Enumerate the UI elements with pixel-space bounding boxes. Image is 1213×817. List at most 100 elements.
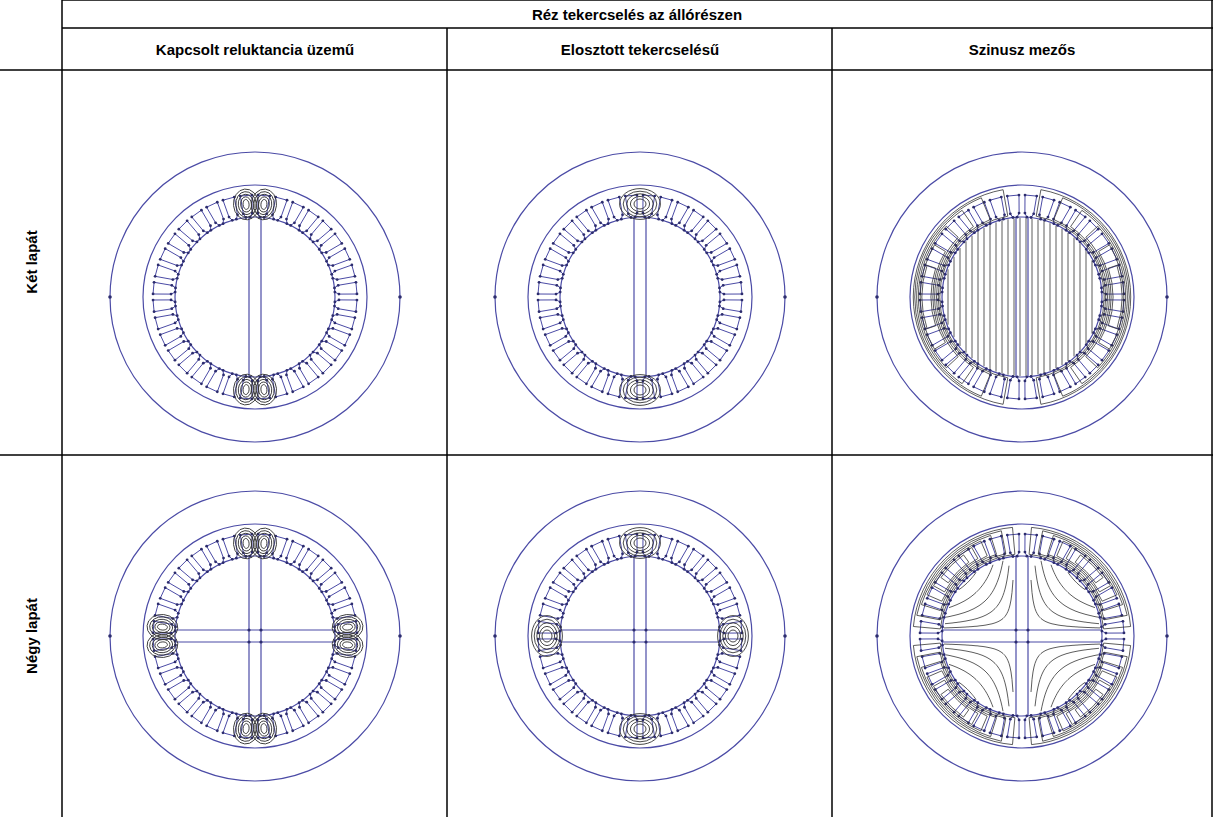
node-dot xyxy=(559,571,562,574)
node-dot xyxy=(331,616,334,619)
node-dot xyxy=(552,688,555,691)
node-dot xyxy=(222,218,225,221)
node-dot xyxy=(733,672,736,675)
flux-line xyxy=(339,639,355,651)
node-dot xyxy=(320,340,323,343)
node-dot xyxy=(186,711,189,714)
node-dot xyxy=(325,599,328,602)
flux-line xyxy=(1075,555,1103,583)
node-dot xyxy=(694,693,697,696)
node-dot xyxy=(1094,327,1097,330)
node-dot xyxy=(179,674,182,677)
node-dot xyxy=(1076,354,1079,357)
node-dot xyxy=(291,390,294,393)
node-dot xyxy=(924,667,927,670)
node-dot xyxy=(670,222,673,225)
node-dot xyxy=(670,712,673,715)
node-dot xyxy=(298,229,301,232)
flux-line xyxy=(235,715,258,742)
stator-slot xyxy=(712,668,735,685)
flux-line xyxy=(927,671,987,731)
node-dot xyxy=(956,682,959,685)
node-dot xyxy=(320,347,323,350)
node-dot xyxy=(328,595,331,598)
node-dot xyxy=(620,712,623,715)
node-dot xyxy=(1018,380,1021,383)
node-dot xyxy=(966,577,969,580)
node-dot xyxy=(601,729,604,732)
node-dot xyxy=(289,224,292,227)
node-dot xyxy=(1030,375,1033,378)
node-dot xyxy=(621,213,624,216)
flux-line xyxy=(627,194,653,214)
node-dot xyxy=(334,232,337,235)
stator-slot xyxy=(577,210,596,233)
node-dot xyxy=(187,583,190,586)
node-dot xyxy=(333,322,336,325)
node-dot xyxy=(621,378,624,381)
flux-line xyxy=(253,191,276,218)
node-dot xyxy=(735,264,738,267)
node-dot xyxy=(989,731,992,734)
node-dot xyxy=(333,270,336,273)
node-dot xyxy=(585,209,588,212)
node-dot xyxy=(694,577,697,580)
node-dot xyxy=(170,293,173,296)
node-dot xyxy=(716,327,719,330)
stator-outer xyxy=(528,185,752,409)
node-dot xyxy=(176,603,179,606)
stator-outer xyxy=(910,185,1134,409)
node-dot xyxy=(632,628,635,631)
stator-slot xyxy=(273,536,288,559)
node-dot xyxy=(552,349,555,352)
node-dot xyxy=(956,587,959,590)
node-dot xyxy=(338,293,341,296)
flux-line xyxy=(627,533,653,553)
node-dot xyxy=(716,666,719,669)
node-dot xyxy=(206,570,209,573)
node-dot xyxy=(733,258,736,261)
node-dot xyxy=(659,196,662,199)
node-dot xyxy=(1100,300,1103,303)
node-dot xyxy=(723,293,726,296)
node-dot xyxy=(575,216,578,219)
rotor-blade xyxy=(1015,218,1016,376)
stator-slot xyxy=(990,374,1005,397)
node-dot xyxy=(327,264,330,267)
node-dot xyxy=(327,666,330,669)
node-dot xyxy=(205,206,208,209)
node-dot xyxy=(613,555,616,558)
node-dot xyxy=(1068,360,1071,363)
node-dot xyxy=(1087,679,1090,682)
node-dot xyxy=(687,724,690,727)
node-dot xyxy=(556,652,559,655)
node-dot xyxy=(692,721,695,724)
node-dot xyxy=(947,327,950,330)
node-dot xyxy=(301,699,304,702)
node-dot xyxy=(702,376,705,379)
node-dot xyxy=(671,199,674,202)
stator-slot xyxy=(592,369,609,392)
node-dot xyxy=(186,558,189,561)
stator-slot xyxy=(1025,377,1037,400)
flux-line xyxy=(996,222,997,371)
node-dot xyxy=(741,299,744,302)
node-dot xyxy=(1087,590,1090,593)
stator-slot xyxy=(332,265,355,280)
node-dot xyxy=(356,293,359,296)
flux-line xyxy=(725,626,740,645)
flux-line xyxy=(331,631,364,659)
node-dot xyxy=(954,251,957,254)
node-dot xyxy=(701,691,704,694)
flux-line xyxy=(915,198,990,396)
node-dot xyxy=(710,679,713,682)
node-dot xyxy=(331,666,334,669)
node-dot xyxy=(556,278,559,281)
node-dot xyxy=(973,231,976,234)
stator-slot xyxy=(179,352,200,373)
flux-line xyxy=(620,375,661,406)
node-dot xyxy=(594,706,597,709)
flux-line xyxy=(913,527,1015,629)
node-dot xyxy=(963,241,966,244)
node-dot xyxy=(298,706,301,709)
